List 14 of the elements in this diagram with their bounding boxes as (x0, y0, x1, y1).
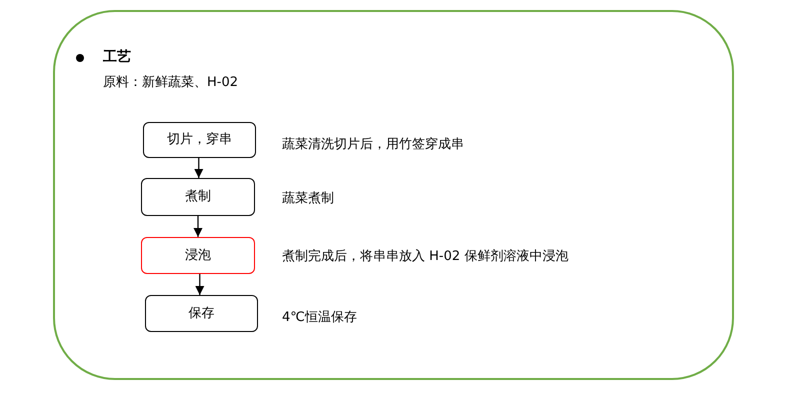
step-description: 煮制完成后，将串串放入 H-02 保鲜剂溶液中浸泡 (282, 249, 568, 265)
process-box: 切片，穿串 (143, 122, 256, 158)
arrow (194, 158, 204, 178)
heading: 工艺 (103, 48, 131, 66)
process-box: 保存 (145, 295, 258, 332)
subtitle: 原料：新鲜蔬菜、H-02 (103, 75, 238, 91)
process-box: 浸泡 (141, 237, 255, 274)
step-description: 蔬菜清洗切片后，用竹签穿成串 (282, 137, 464, 153)
step-description: 4℃恒温保存 (282, 310, 357, 326)
arrow (194, 216, 202, 237)
arrow (195, 274, 204, 295)
step-description: 蔬菜煮制 (282, 191, 334, 207)
process-box: 煮制 (141, 178, 255, 216)
rounded-frame (53, 10, 734, 380)
